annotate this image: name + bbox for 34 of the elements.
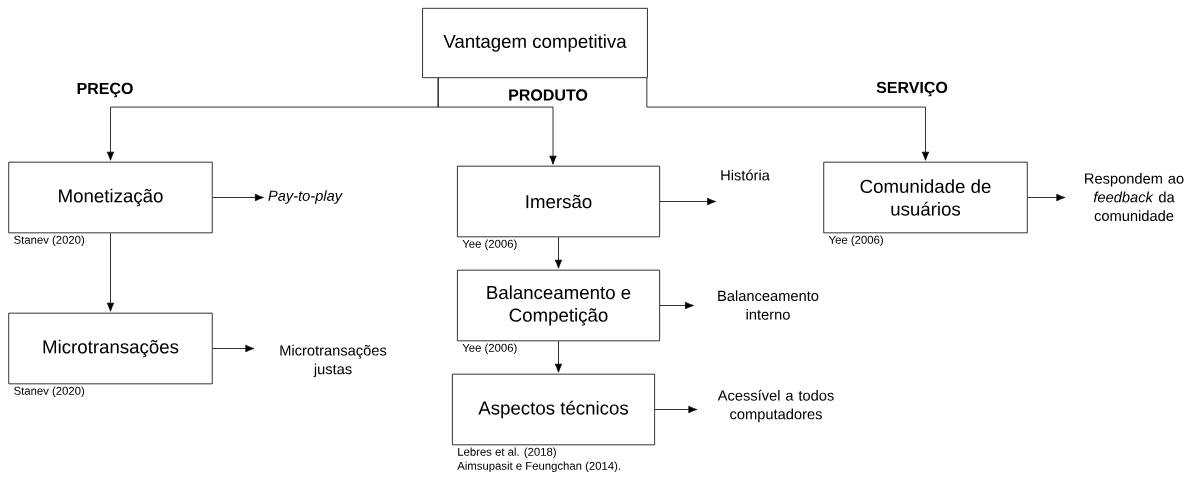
citation-text: Lebres et al. (2018) [458, 447, 556, 459]
outcome-text: Pay-to-play [268, 190, 343, 204]
outcome-text: Balanceamento interno [718, 290, 819, 320]
arrow [106, 232, 115, 312]
outcome-text: História [721, 169, 770, 181]
arrow [554, 340, 563, 373]
arrow [554, 236, 563, 269]
arrow [659, 197, 717, 206]
arrow [646, 77, 930, 161]
process-box: Aspectos técnicos [452, 373, 655, 446]
process-box: Balanceamento e Competição [457, 269, 660, 342]
outcome-text: Respondem ao feedback da comunidade [1085, 172, 1184, 222]
process-box: Imersão [457, 165, 660, 238]
citation-text: Yee (2006) [462, 239, 517, 251]
arrow [212, 193, 264, 202]
outcome-text: Acessível a todos computadores [717, 389, 834, 423]
citation-text: Stanev (2020) [14, 235, 85, 247]
outcome-text: Microtransações justas [280, 344, 387, 378]
citation-text: Yee (2006) [828, 235, 883, 247]
process-box: Microtransações [8, 312, 213, 385]
arrow [654, 405, 698, 414]
process-box: Vantagem competitiva [422, 7, 648, 79]
process-box: Comunidade de usuários [823, 161, 1028, 234]
category-label: PRODUTO [509, 89, 588, 101]
process-box: Monetização [8, 161, 213, 234]
arrow [437, 77, 557, 165]
citation-text: Yee (2006) [462, 343, 517, 355]
category-label: SERVIÇO [876, 81, 948, 97]
citation-text: Stanev (2020) [14, 386, 85, 398]
citation-text: Aimsupasit e Feungchan (2014). [457, 461, 620, 473]
arrow [659, 301, 694, 310]
arrow [212, 344, 255, 353]
category-label: PREÇO [77, 82, 133, 98]
arrow [1027, 193, 1066, 202]
